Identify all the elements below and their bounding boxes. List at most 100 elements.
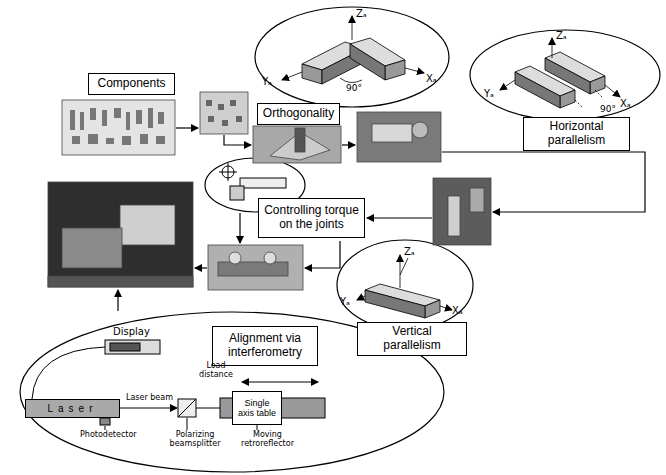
annotation-label: Zₐ — [404, 246, 415, 257]
label-box: Components — [88, 73, 175, 95]
annotation-label: Photodetector — [80, 431, 137, 440]
polyline-shape — [224, 135, 251, 145]
rect-shape — [295, 128, 305, 152]
annotation-label: Yₐ — [484, 88, 494, 99]
rect-shape — [218, 262, 288, 276]
label-box: Vertical parallelism — [357, 322, 467, 356]
line-shape — [178, 399, 196, 417]
annotation-label: 90° — [346, 84, 362, 94]
line-shape — [400, 258, 408, 275]
rect-shape — [448, 196, 460, 236]
ellipse-shape — [255, 7, 449, 107]
label-box: Alignment via interferometry — [212, 326, 318, 366]
circle-shape — [412, 122, 428, 138]
annotation-label: Xₐ — [426, 73, 437, 84]
rect-shape — [222, 120, 228, 126]
rect-shape — [240, 178, 286, 188]
box-text: Vertical parallelism — [362, 325, 462, 353]
rect-shape — [148, 108, 153, 128]
laser-box: Laser — [25, 399, 120, 418]
flow-arrows — [118, 128, 645, 311]
line-shape — [219, 172, 237, 173]
line-shape — [400, 255, 401, 288]
rect-shape — [200, 92, 248, 134]
path-shape — [32, 347, 105, 399]
rect-shape — [156, 136, 165, 144]
box-text: Orthogonality — [263, 107, 334, 121]
torque-symbol — [219, 163, 286, 200]
callout-ellipses — [20, 7, 660, 472]
rect-shape — [433, 178, 491, 245]
annotation-label: Polarizing beamsplitter — [160, 431, 230, 449]
rect-shape — [100, 418, 110, 425]
g-shape — [206, 100, 242, 126]
polygon-shape — [365, 290, 425, 318]
rect-shape — [230, 100, 236, 106]
rect-shape — [110, 343, 140, 351]
annotation-label: Laser beam — [126, 394, 173, 403]
circle-shape — [229, 252, 241, 264]
polygon-shape — [385, 60, 405, 80]
rect-shape — [88, 134, 98, 144]
rect-shape — [105, 340, 160, 354]
rect-shape — [357, 112, 441, 162]
rect-shape — [48, 276, 193, 287]
line-shape — [105, 426, 106, 430]
rect-shape — [136, 110, 142, 124]
polygon-shape — [545, 58, 590, 94]
line-shape — [120, 408, 177, 409]
vertical-bars — [357, 255, 452, 318]
box-text: Controlling torque on the joints — [263, 204, 360, 232]
line-shape — [440, 306, 452, 310]
orthogonal-bars — [282, 16, 424, 84]
rect-shape — [236, 116, 242, 122]
line-shape — [242, 382, 318, 383]
box-text: Laser — [47, 403, 97, 415]
rect-shape — [230, 186, 244, 200]
rect-shape — [208, 245, 303, 290]
box-text: Alignment via interferometry — [217, 332, 313, 360]
line-shape — [176, 127, 198, 128]
table-box: Single axis table — [232, 391, 282, 425]
polygon-shape — [560, 90, 575, 108]
label-box: Controlling torque on the joints — [258, 198, 365, 238]
line-shape — [405, 68, 424, 73]
box-text: Components — [97, 77, 165, 91]
line-shape — [357, 296, 365, 300]
rect-shape — [253, 126, 341, 163]
annotation-label: Zₐ — [556, 30, 567, 41]
line-shape — [500, 80, 515, 90]
rect-shape — [72, 136, 80, 144]
box-text: Horizontal parallelism — [528, 120, 625, 148]
rect-shape — [48, 182, 193, 287]
annotation-label: Load distance — [196, 362, 236, 380]
rect-shape — [70, 110, 75, 130]
photographs — [48, 92, 491, 290]
rect-shape — [114, 108, 121, 118]
polygon-shape — [425, 300, 440, 318]
rect-shape — [206, 100, 212, 106]
polygon-shape — [590, 76, 605, 94]
polygon-shape — [350, 44, 385, 80]
rect-shape — [372, 124, 412, 142]
path-shape — [340, 78, 362, 83]
annotation-label: 90° — [600, 105, 616, 115]
annotation-label: Xₐ — [620, 98, 631, 109]
annotation-label: Display — [113, 326, 150, 337]
line-shape — [605, 85, 620, 97]
line-shape — [342, 144, 355, 145]
rect-shape — [120, 205, 175, 245]
line-shape — [257, 425, 258, 430]
line-shape — [552, 38, 553, 58]
line-shape — [187, 418, 188, 430]
rect-shape — [122, 136, 131, 145]
annotation-label: Xₐ — [452, 305, 463, 316]
polygon-shape — [302, 64, 322, 84]
rect-shape — [106, 138, 114, 144]
rect-shape — [126, 112, 130, 130]
rect-shape — [470, 188, 484, 212]
line-shape — [575, 100, 583, 108]
rect-shape — [62, 228, 122, 268]
line-shape — [352, 16, 353, 40]
